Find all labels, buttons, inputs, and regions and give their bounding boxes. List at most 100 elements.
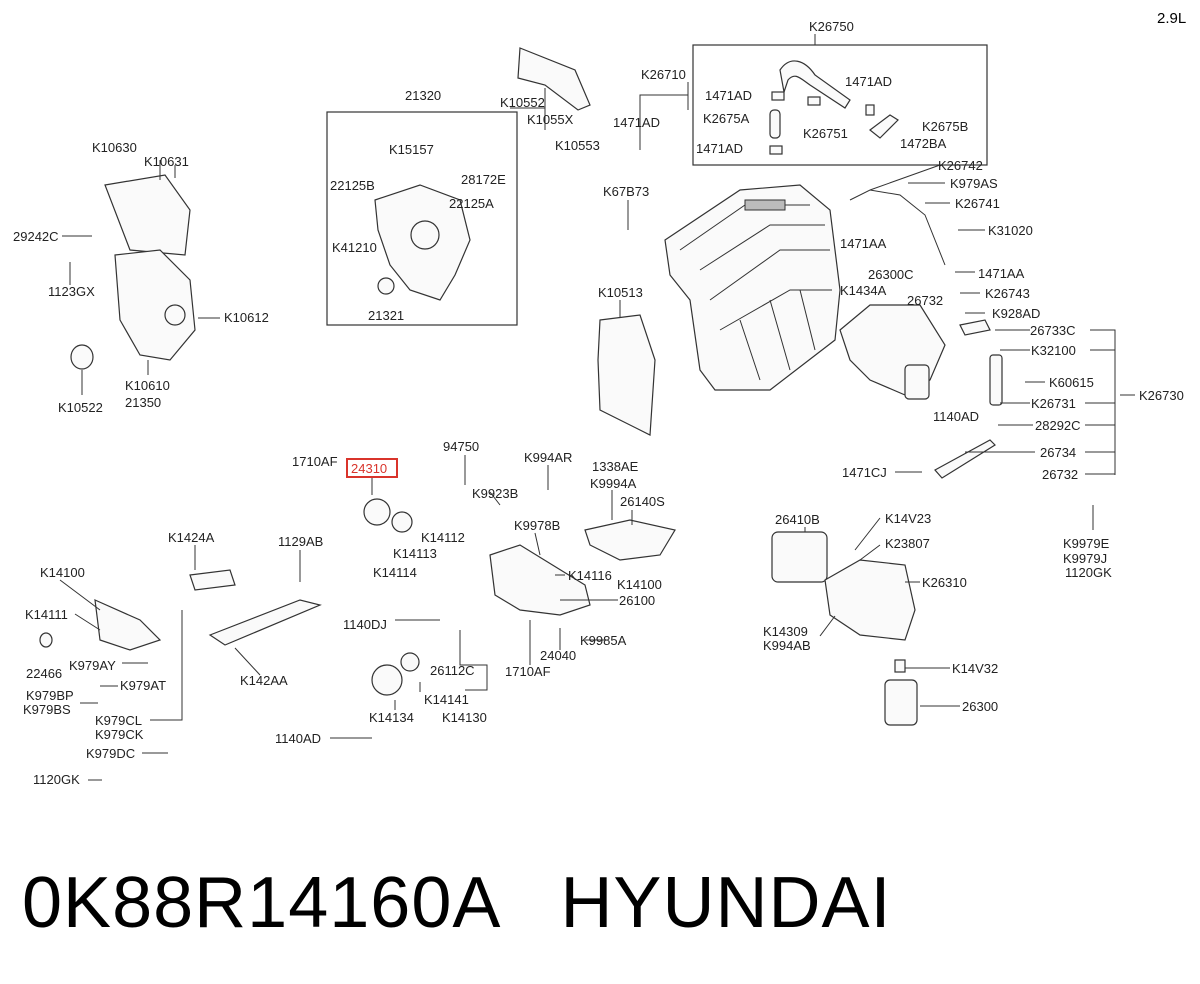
part-label-k9979e-label: K9979E (1063, 536, 1110, 551)
part-label-26732-label: 26732 (1042, 467, 1078, 482)
clamp-part (807, 96, 821, 106)
part-label-26112c-label: 26112C (430, 663, 475, 678)
highlighted-part-24310[interactable]: 24310 (346, 458, 398, 478)
part-label-k1424a-label: K1424A (168, 530, 215, 545)
part-label-28172e-label: 28172E (461, 172, 506, 187)
part-label-21321-label: 21321 (368, 308, 404, 323)
part-label-1471ad-label: 1471AD (845, 74, 892, 89)
strainer-26140s-part (584, 519, 676, 561)
part-label-26733c-label: 26733C (1030, 323, 1076, 338)
part-label-k10612-label: K10612 (224, 310, 269, 325)
part-label-k994ar-label: K994AR (524, 450, 572, 465)
oil-pump-26100-part (489, 544, 591, 616)
part-label-k928ad-label: K928AD (992, 306, 1040, 321)
part-label-k14100-label: K14100 (617, 577, 662, 592)
part-label-1140ad-label: 1140AD (275, 731, 321, 746)
part-label-k14114-label: K14114 (373, 565, 417, 580)
part-label-k26751-label: K26751 (803, 126, 848, 141)
highlight-box (346, 458, 398, 478)
part-label-k10522-label: K10522 (58, 400, 103, 415)
part-label-k60615-label: K60615 (1049, 375, 1094, 390)
part-label-k14309-label: K14309 (763, 624, 808, 639)
part-label-1471ad-label: 1471AD (705, 88, 752, 103)
part-label-k26310-label: K26310 (922, 575, 967, 590)
cover-plate-part (597, 314, 656, 436)
gasket-part (517, 47, 591, 111)
hose-part (769, 109, 781, 139)
part-label-k994ab-label: K994AB (763, 638, 811, 653)
part-label-k14v23-label: K14V23 (885, 511, 931, 526)
part-label-29242c-label: 29242C (13, 229, 59, 244)
part-label-k41210-label: K41210 (332, 240, 377, 255)
part-label-1710af-label: 1710AF (505, 664, 551, 679)
part-label-1338ae-label: 1338AE (592, 459, 639, 474)
part-label-21350-label: 21350 (125, 395, 161, 410)
part-label-k14116-label: K14116 (568, 568, 612, 583)
pipe-k1424a-part (189, 569, 236, 591)
timing-cover-port (164, 304, 186, 326)
part-label-1123gx-label: 1123GX (48, 284, 95, 299)
part-label-k1434a-label: K1434A (840, 283, 887, 298)
part-label-26734-label: 26734 (1040, 445, 1076, 460)
part-label-k979ay-label: K979AY (69, 658, 116, 673)
fitting-k14v32-part (894, 659, 906, 673)
hose-part (959, 319, 991, 336)
part-label-21320-label: 21320 (405, 88, 441, 103)
part-label-k10513-label: K10513 (598, 285, 643, 300)
timing-cover-lower-part (114, 249, 196, 361)
part-label-1120gk-label: 1120GK (1065, 565, 1112, 580)
seal-k10522-part (70, 344, 94, 370)
part-label-26300-label: 26300 (962, 699, 998, 714)
part-label-24040-label: 24040 (540, 648, 576, 663)
part-label-22125a-label: 22125A (449, 196, 494, 211)
front-cover-port (410, 220, 440, 250)
part-label-k26731-label: K26731 (1031, 396, 1076, 411)
part-label-k14130-label: K14130 (442, 710, 487, 725)
hose-part (779, 60, 851, 109)
part-label-k979bp-label: K979BP (26, 688, 74, 703)
part-label-k14v32-label: K14V32 (952, 661, 998, 676)
part-label-k26710-label: K26710 (641, 67, 686, 82)
part-label-k26730-label: K26730 (1139, 388, 1184, 403)
hose-part (869, 114, 899, 139)
pipe-k142aa-part (208, 599, 322, 646)
part-label-k14141-label: K14141 (424, 692, 469, 707)
part-label-k9978b-label: K9978B (514, 518, 560, 533)
part-label-26732-label: 26732 (907, 293, 943, 308)
part-label-k10553-label: K10553 (555, 138, 600, 153)
part-label-22125b-label: 22125B (330, 178, 375, 193)
part-label-k979dc-label: K979DC (86, 746, 135, 761)
timing-cover-upper-part (104, 174, 191, 256)
part-label-k15157-label: K15157 (389, 142, 434, 157)
part-label-k979as-label: K979AS (950, 176, 998, 191)
part-label-1471aa-label: 1471AA (978, 266, 1025, 281)
part-label-k14113-label: K14113 (393, 546, 437, 561)
part-label-1471ad-label: 1471AD (613, 115, 660, 130)
part-label-k10630-label: K10630 (92, 140, 137, 155)
part-label-1140dj-label: 1140DJ (343, 617, 387, 632)
gear-k14134-part (371, 664, 403, 696)
part-label-k1055x-label: K1055X (527, 112, 574, 127)
part-label-k23807-label: K23807 (885, 536, 930, 551)
part-label-k10631-label: K10631 (144, 154, 189, 169)
part-label-k10552-label: K10552 (500, 95, 545, 110)
group-box-hoses (692, 44, 988, 166)
brand-name: HYUNDAI (560, 863, 892, 943)
seal-21321-part (377, 277, 395, 295)
part-label-k32100-label: K32100 (1031, 343, 1076, 358)
part-label-k979cl-label: K979CL (95, 713, 142, 728)
part-label-1710af-label: 1710AF (292, 454, 338, 469)
part-label-1140ad-label: 1140AD (933, 409, 979, 424)
part-number: 0K88R14160A (22, 863, 498, 943)
highlight-label: 24310 (351, 461, 387, 476)
clamp-part (865, 104, 875, 116)
part-label-k979ck-label: K979CK (95, 727, 144, 742)
bracket-k14100-part (94, 599, 162, 651)
part-label-k31020-label: K31020 (988, 223, 1033, 238)
part-label-26140s-label: 26140S (620, 494, 665, 509)
part-label-1472ba-label: 1472BA (900, 136, 947, 151)
tube-part (849, 189, 946, 266)
part-label-26300c-label: 26300C (868, 267, 914, 282)
part-label-k979at-label: K979AT (120, 678, 166, 693)
